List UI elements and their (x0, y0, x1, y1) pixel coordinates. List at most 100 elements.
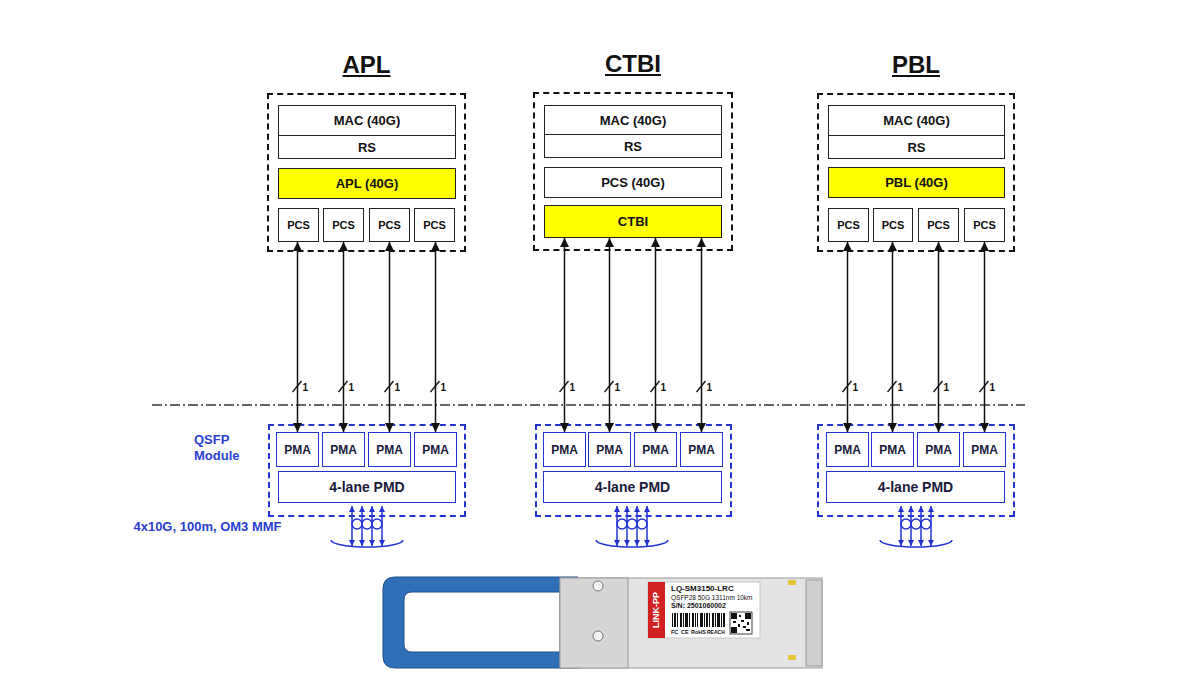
box-label: PCS (973, 219, 996, 231)
layer-group: CTBIMAC (40G)RSPCS (40G)CTBI (533, 92, 733, 251)
group-title: CTBI (535, 50, 731, 78)
box-label: APL (40G) (336, 176, 399, 191)
connector (651, 238, 660, 432)
box-label: PMA (330, 443, 357, 457)
pmd-box: 4-lane PMD (826, 471, 1005, 503)
serial-number: S/N: 2501060002 (671, 602, 726, 609)
box-label: PCS (423, 219, 446, 231)
pcs-box: PCS (369, 208, 410, 242)
box-label: 4-lane PMD (595, 479, 670, 495)
lane-slash (980, 381, 989, 392)
pcs-box: PCS (414, 208, 455, 242)
screw (593, 581, 603, 591)
connector (431, 242, 440, 432)
connector (385, 242, 394, 432)
lane-slash (339, 381, 348, 392)
pma-box: PMA (543, 432, 586, 467)
pma-box: PMA (276, 432, 319, 467)
box-label: RS (358, 140, 376, 155)
pma-box: PMA (963, 432, 1006, 467)
box-label: PCS (287, 219, 310, 231)
box-label: MAC (40G) (600, 113, 666, 128)
pcs-box: PCS (278, 208, 319, 242)
cert-mark: FC (671, 629, 678, 635)
layer-box: MAC (40G) (544, 105, 722, 135)
module-body (560, 578, 822, 668)
connector-line (847, 242, 849, 432)
pma-box: PMA (917, 432, 960, 467)
highlight-box: APL (40G) (278, 168, 456, 199)
connector (697, 238, 706, 432)
lane-count: 1 (944, 382, 950, 393)
brand-logo: LINK-PP (649, 581, 663, 639)
lane-count: 1 (441, 382, 447, 393)
box-label: PMA (551, 443, 578, 457)
lane-slash (293, 381, 302, 392)
connector-line (655, 238, 657, 432)
connector (934, 242, 943, 432)
lane-slash (605, 381, 614, 392)
box-label: MAC (40G) (883, 113, 949, 128)
group-title: PBL (819, 51, 1013, 79)
box-label: PMA (376, 443, 403, 457)
pma-box: PMA (826, 432, 869, 467)
product-spec: QSFP28 50G 1311nm 10km (671, 594, 753, 601)
lane-slash (934, 381, 943, 392)
pcs-box: PCS (918, 208, 959, 242)
box-label: PCS (882, 219, 905, 231)
connector-line (984, 242, 986, 432)
contact-pad (788, 655, 796, 660)
lane-slash (651, 381, 660, 392)
connector-line (343, 242, 345, 432)
pmd-box: 4-lane PMD (278, 471, 456, 503)
box-label: CTBI (618, 214, 648, 229)
lane-count: 1 (395, 382, 401, 393)
layer-box: MAC (40G) (278, 105, 456, 136)
lane-count: 1 (615, 382, 621, 393)
part-number: LQ-SM3150-LRC (671, 584, 734, 593)
module-group: PMA PMA PMA PMA 4-lane PMD (817, 424, 1015, 517)
fiber-bundle (331, 506, 403, 547)
box-label: MAC (40G) (334, 113, 400, 128)
qr-code (730, 612, 752, 634)
box-label: PMA (284, 443, 311, 457)
connector (293, 242, 302, 432)
cert-mark: RoHS (691, 629, 706, 635)
connector (980, 242, 989, 432)
connector (605, 238, 614, 432)
box-label: PMA (879, 443, 906, 457)
connector-line (564, 238, 566, 432)
layer-group: APLMAC (40G)RSAPL (40G)PCSPCSPCSPCS (267, 93, 466, 252)
lane-count: 1 (303, 382, 309, 393)
layer-box: RS (828, 135, 1005, 159)
boundary-line (152, 404, 1025, 406)
connector-line (938, 242, 940, 432)
box-label: PCS (40G) (601, 175, 665, 190)
box-label: PMA (422, 443, 449, 457)
connector (560, 238, 569, 432)
layer-box: PCS (40G) (544, 167, 722, 198)
cert-mark: REACH (707, 629, 725, 635)
connector-line (701, 238, 703, 432)
lane-count: 1 (570, 382, 576, 393)
connector-line (609, 238, 611, 432)
connector-line (892, 242, 894, 432)
box-label: PMA (971, 443, 998, 457)
product-label (648, 582, 760, 638)
cert-mark: CE (681, 629, 689, 635)
lane-count: 1 (898, 382, 904, 393)
box-label: 4-lane PMD (878, 479, 953, 495)
box-label: PCS (332, 219, 355, 231)
module-group: PMAPMAPMAPMA4-lane PMD (535, 424, 732, 517)
pcs-box: PCS (323, 208, 364, 242)
connector (843, 242, 852, 432)
pma-box: PMA (680, 432, 723, 467)
connector (888, 242, 897, 432)
lane-count: 1 (661, 382, 667, 393)
pcs-box: PCS (828, 208, 869, 242)
lane-slash (431, 381, 440, 392)
pma-box: PMA (322, 432, 365, 467)
module-title: QSFP Module (194, 432, 254, 464)
